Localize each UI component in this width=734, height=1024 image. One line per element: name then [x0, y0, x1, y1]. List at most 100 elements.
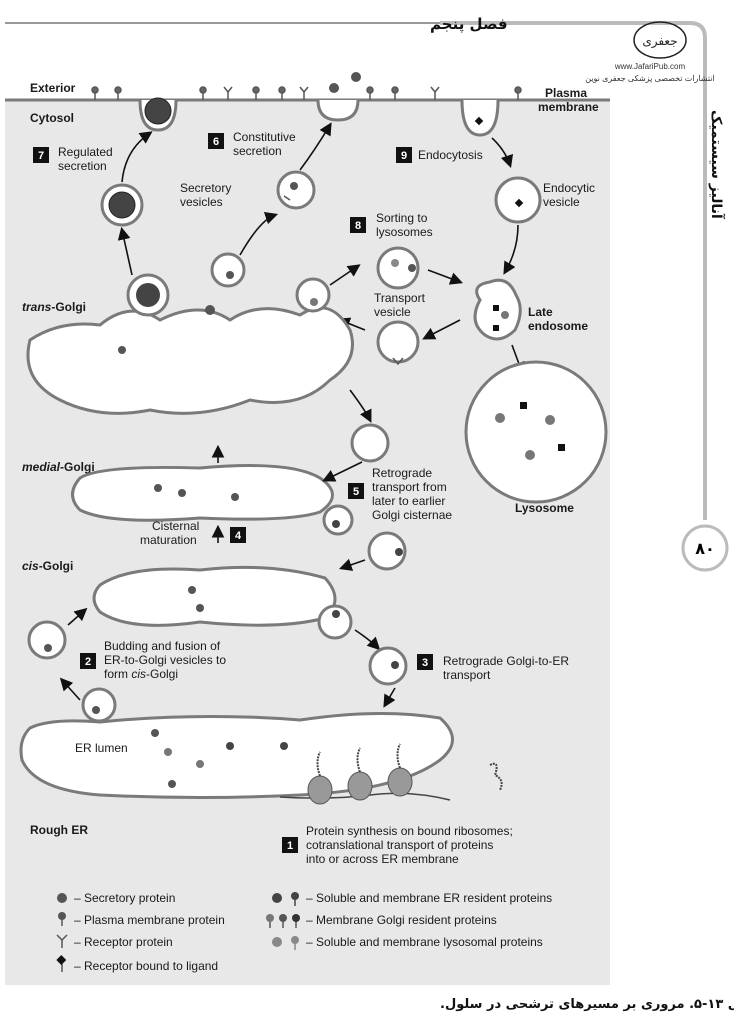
- svg-text:6: 6: [213, 136, 219, 148]
- legend: – Secretory protein – Plasma membrane pr…: [56, 891, 552, 973]
- logo-text: جعفری: [642, 34, 677, 49]
- retrograde-vesicle-late: [350, 423, 390, 463]
- step-3-badge: [417, 654, 433, 670]
- constitutive-vesicle: [276, 170, 316, 210]
- cis-golgi-prefix: cis: [22, 559, 39, 573]
- step-8-line2: lysosomes: [376, 225, 433, 239]
- late-endosome-label-2: endosome: [528, 319, 588, 333]
- trans-golgi: [26, 306, 354, 415]
- svg-text:8: 8: [355, 220, 361, 232]
- page-number-badge: [681, 524, 729, 572]
- svg-text:7: 7: [38, 150, 44, 162]
- constitutive-secretion-pocket: [316, 99, 360, 122]
- step-1-line3: into or across ER membrane: [306, 852, 459, 866]
- svg-text:1: 1: [287, 840, 293, 852]
- er-to-golgi-vesicle: [27, 620, 67, 660]
- step-1-line1: Protein synthesis on bound ribosomes;: [306, 824, 513, 838]
- step-8-badge: [350, 217, 366, 233]
- endocytic-vesicle-label-1: Endocytic: [543, 181, 595, 195]
- step-7-line1: Regulated: [58, 145, 113, 159]
- lysosome-label: Lysosome: [515, 501, 574, 515]
- cis-golgi-suffix: -Golgi: [39, 559, 74, 573]
- legend-plasma-membrane: – Plasma membrane protein: [74, 913, 225, 927]
- er-bud: [81, 687, 117, 723]
- publisher-url: www.JafariPub.com: [614, 62, 686, 71]
- step-6-badge: [208, 133, 224, 149]
- step-5-line4: Golgi cisternae: [372, 508, 452, 522]
- cis-golgi: [92, 565, 337, 627]
- trans-golgi-suffix: -Golgi: [51, 300, 86, 314]
- lysosome: [464, 360, 608, 504]
- step-7-line2: secretion: [58, 159, 107, 173]
- secretory-granule-released: [144, 97, 172, 125]
- step-2-badge: [80, 653, 96, 669]
- late-endosome-label-1: Late: [528, 305, 553, 319]
- step-2-line3-ital: cis: [131, 667, 146, 681]
- legend-golgi-resident: – Membrane Golgi resident proteins: [306, 913, 497, 927]
- publisher-logo: جعفری: [633, 21, 687, 59]
- svg-text:5: 5: [353, 486, 359, 498]
- step-6-line1: Constitutive: [233, 130, 296, 144]
- step-2-line1: Budding and fusion of: [104, 639, 221, 653]
- endocytic-vesicle-label-2: vesicle: [543, 195, 580, 209]
- legend-er-resident: – Soluble and membrane ER resident prote…: [306, 891, 552, 905]
- svg-text:trans-Golgi: trans-Golgi: [22, 300, 86, 314]
- er-lumen-label: ER lumen: [75, 741, 128, 755]
- retrograde-vesicle-early: [367, 531, 407, 571]
- svg-text:2: 2: [85, 656, 91, 668]
- transport-vesicle-label-2: vesicle: [374, 305, 411, 319]
- transport-vesicle-lysosomal: [376, 246, 420, 290]
- step-9-badge: [396, 147, 412, 163]
- rough-er-label: Rough ER: [30, 823, 88, 837]
- svg-text:cis-Golgi: cis-Golgi: [22, 559, 73, 573]
- step-3-line1: Retrograde Golgi-to-ER: [443, 654, 569, 668]
- step-2-line2: ER-to-Golgi vesicles to: [104, 653, 226, 667]
- medial-golgi: [71, 464, 334, 522]
- trans-golgi-bud-secretory: [210, 252, 246, 288]
- legend-receptor: – Receptor protein: [74, 935, 173, 949]
- plasma-label: Plasma: [545, 86, 587, 100]
- membrane-label: membrane: [538, 100, 599, 114]
- medial-golgi-prefix: medial: [22, 460, 61, 474]
- svg-text:medial-Golgi: medial-Golgi: [22, 460, 95, 474]
- legend-secretory: – Secretory protein: [74, 891, 175, 905]
- endocytosis-pit: [460, 99, 500, 137]
- step-3-line2: transport: [443, 668, 491, 682]
- side-title: آنالیز سیستمیک: [708, 110, 726, 220]
- svg-text:9: 9: [401, 150, 407, 162]
- publisher-name: انتشارات تخصصی پزشکی جعفری نوین: [585, 74, 715, 83]
- cytosol-label: Cytosol: [30, 111, 74, 125]
- figure-caption: شکل ۱۳-۵. مروری بر مسیرهای ترشحی در سلول…: [440, 997, 734, 1012]
- membrane-proteins: [91, 86, 522, 100]
- medial-golgi-bud: [322, 504, 354, 536]
- rough-er: [19, 711, 454, 799]
- step-6-line2: secretion: [233, 144, 282, 158]
- trans-golgi-bud-lysosomal: [295, 277, 331, 313]
- step-1-line2: cotranslational transport of proteins: [306, 838, 493, 852]
- legend-receptor-ligand: – Receptor bound to ligand: [74, 959, 218, 973]
- cytosol-region: [5, 100, 610, 985]
- secretory-vesicles-label-1: Secretory: [180, 181, 231, 195]
- page-header: فصل پنجم جعفری www.JafariPub.com انتشارا…: [5, 15, 729, 572]
- step-9-line1: Endocytosis: [418, 148, 483, 162]
- step-5-line2: transport from: [372, 480, 447, 494]
- step-5-badge: [348, 483, 364, 499]
- exterior-label: Exterior: [30, 81, 76, 95]
- step-8-line1: Sorting to: [376, 211, 428, 225]
- transport-vesicle-label-1: Transport: [374, 291, 426, 305]
- cisternal-maturation-2: maturation: [140, 533, 197, 547]
- step-4-badge: [230, 527, 246, 543]
- golgi-to-er-vesicle: [368, 646, 408, 686]
- step-7-badge: [33, 147, 49, 163]
- ribosomes: [279, 743, 503, 805]
- secretory-vesicles-label-2: vesicles: [180, 195, 223, 209]
- svg-text:form cis-Golgi: form cis-Golgi: [104, 667, 178, 681]
- medial-golgi-suffix: -Golgi: [60, 460, 95, 474]
- trans-golgi-prefix: trans: [22, 300, 52, 314]
- legend-lysosomal: – Soluble and membrane lysosomal protein…: [306, 935, 543, 949]
- svg-text:4: 4: [235, 530, 242, 542]
- cis-golgi-bud: [317, 604, 353, 640]
- transport-vesicle-return: [376, 320, 420, 364]
- step-1-badge: [282, 837, 298, 853]
